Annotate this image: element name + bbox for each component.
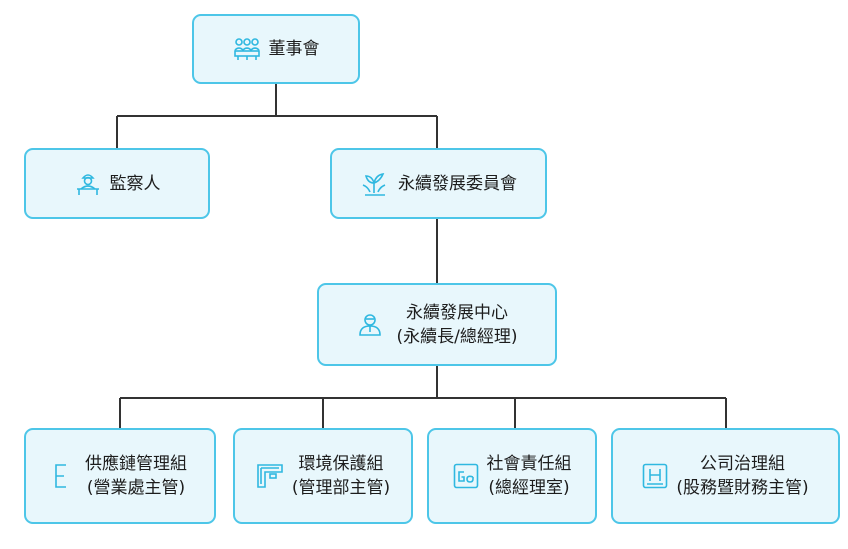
supervisor-icon: [74, 172, 102, 196]
frame-icon: [256, 463, 284, 489]
node-supply: 供應鏈管理組 (營業處主管): [24, 428, 216, 524]
social-g-icon: [453, 463, 479, 489]
manager-icon: [357, 312, 383, 338]
node-center-line2: (永續長/總經理): [396, 326, 518, 347]
node-committee-label: 永續發展委員會: [398, 173, 517, 194]
node-supply-line1: 供應鏈管理組: [85, 454, 187, 474]
node-social-line1: 社會責任組: [486, 454, 572, 474]
node-env: 環境保護組 (管理部主管): [233, 428, 413, 524]
center-connector: [119, 366, 727, 428]
node-social: 社會責任組 (總經理室): [427, 428, 597, 524]
node-social-line2: (總經理室): [488, 478, 570, 498]
node-env-line2: (管理部主管): [291, 478, 391, 498]
node-governance-line2: (股務暨財務主管): [676, 478, 809, 498]
node-governance: 公司治理組 (股務暨財務主管): [611, 428, 840, 524]
node-board-label: 董事會: [268, 39, 320, 59]
node-governance-line1: 公司治理組: [699, 454, 785, 474]
node-center-line1: 永續發展中心: [406, 302, 508, 323]
board-connector: [116, 84, 438, 148]
node-env-line1: 環境保護組: [298, 454, 384, 474]
node-supply-line2: (營業處主管): [86, 478, 186, 498]
node-supervisor-label: 監察人: [109, 173, 161, 194]
sprout-icon: [360, 171, 390, 197]
letter-h-icon: [642, 463, 668, 489]
board-meeting-icon: [233, 37, 261, 61]
node-center: 永續發展中心 (永續長/總經理): [317, 283, 557, 366]
node-board: 董事會: [192, 14, 360, 84]
node-committee: 永續發展委員會: [330, 148, 547, 219]
node-supervisor: 監察人: [24, 148, 210, 219]
letter-e-icon: [53, 463, 69, 489]
